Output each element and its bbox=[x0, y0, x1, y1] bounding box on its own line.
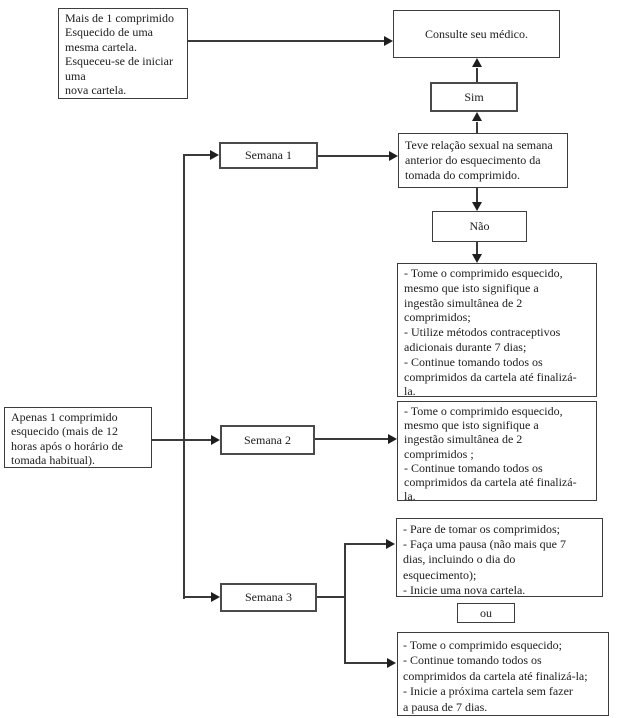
arrowhead-into-instrucoes3b bbox=[387, 658, 396, 668]
arrowhead-up-into-sim bbox=[472, 112, 482, 121]
arrowhead-into-semana3 bbox=[211, 592, 220, 602]
arrowhead-down-into-instrucoes1 bbox=[472, 254, 482, 263]
node-ou: ou bbox=[457, 603, 515, 623]
node-mais-de-1-comprimido: Mais de 1 comprimido Esquecido de uma me… bbox=[58, 8, 188, 99]
connector-semana1-teve bbox=[318, 155, 389, 157]
connector-branch-instrucoes3b bbox=[344, 662, 387, 664]
arrowhead-into-teve bbox=[389, 151, 398, 161]
node-consulte-seu-medico: Consulte seu médico. bbox=[393, 10, 560, 58]
connector-semana3-branch bbox=[317, 596, 346, 598]
node-apenas-1-comprimido: Apenas 1 comprimido esquecido (mais de 1… bbox=[4, 407, 152, 468]
connector-branch-semana1 bbox=[183, 154, 210, 156]
arrowhead-into-instrucoes3a bbox=[386, 539, 395, 549]
connector-nao-instrucoes1 bbox=[476, 242, 478, 254]
arrowhead-down-into-nao bbox=[472, 202, 482, 211]
connector-apenas-semana2 bbox=[152, 439, 211, 441]
arrowhead-into-semana1 bbox=[210, 150, 219, 160]
arrowhead-into-consulte bbox=[384, 36, 393, 46]
node-semana-2: Semana 2 bbox=[220, 425, 315, 455]
connector-semana3-branch-vertical bbox=[344, 544, 346, 664]
connector-teve-sim bbox=[476, 122, 478, 133]
connector-branch-semana3 bbox=[183, 596, 211, 598]
connector-teve-nao bbox=[476, 188, 478, 202]
node-semana-3: Semana 3 bbox=[220, 583, 317, 612]
node-instrucoes-semana-2: - Tome o comprimido esquecido, mesmo que… bbox=[397, 401, 597, 501]
connector-branch-vertical bbox=[183, 154, 185, 599]
node-instrucoes-semana-3-opcao-b: - Tome o comprimido esquecido; - Continu… bbox=[397, 632, 609, 716]
connector-mais-consulte bbox=[188, 40, 385, 42]
node-teve-relacao-sexual: Teve relação sexual na semana anterior d… bbox=[398, 133, 568, 188]
arrowhead-into-semana2 bbox=[211, 435, 220, 445]
node-nao: Não bbox=[432, 211, 527, 242]
arrowhead-into-instrucoes2 bbox=[388, 434, 397, 444]
node-sim: Sim bbox=[430, 82, 518, 112]
node-instrucoes-semana-1: - Tome o comprimido esquecido, mesmo que… bbox=[397, 263, 597, 397]
node-instrucoes-semana-3-opcao-a: - Pare de tomar os comprimidos; - Faça u… bbox=[396, 518, 603, 597]
connector-semana2-instrucoes2 bbox=[315, 438, 388, 440]
connector-sim-consulte bbox=[476, 68, 478, 82]
node-semana-1: Semana 1 bbox=[219, 142, 318, 169]
arrowhead-up-into-consulte bbox=[472, 58, 482, 67]
connector-branch-instrucoes3a bbox=[344, 543, 386, 545]
